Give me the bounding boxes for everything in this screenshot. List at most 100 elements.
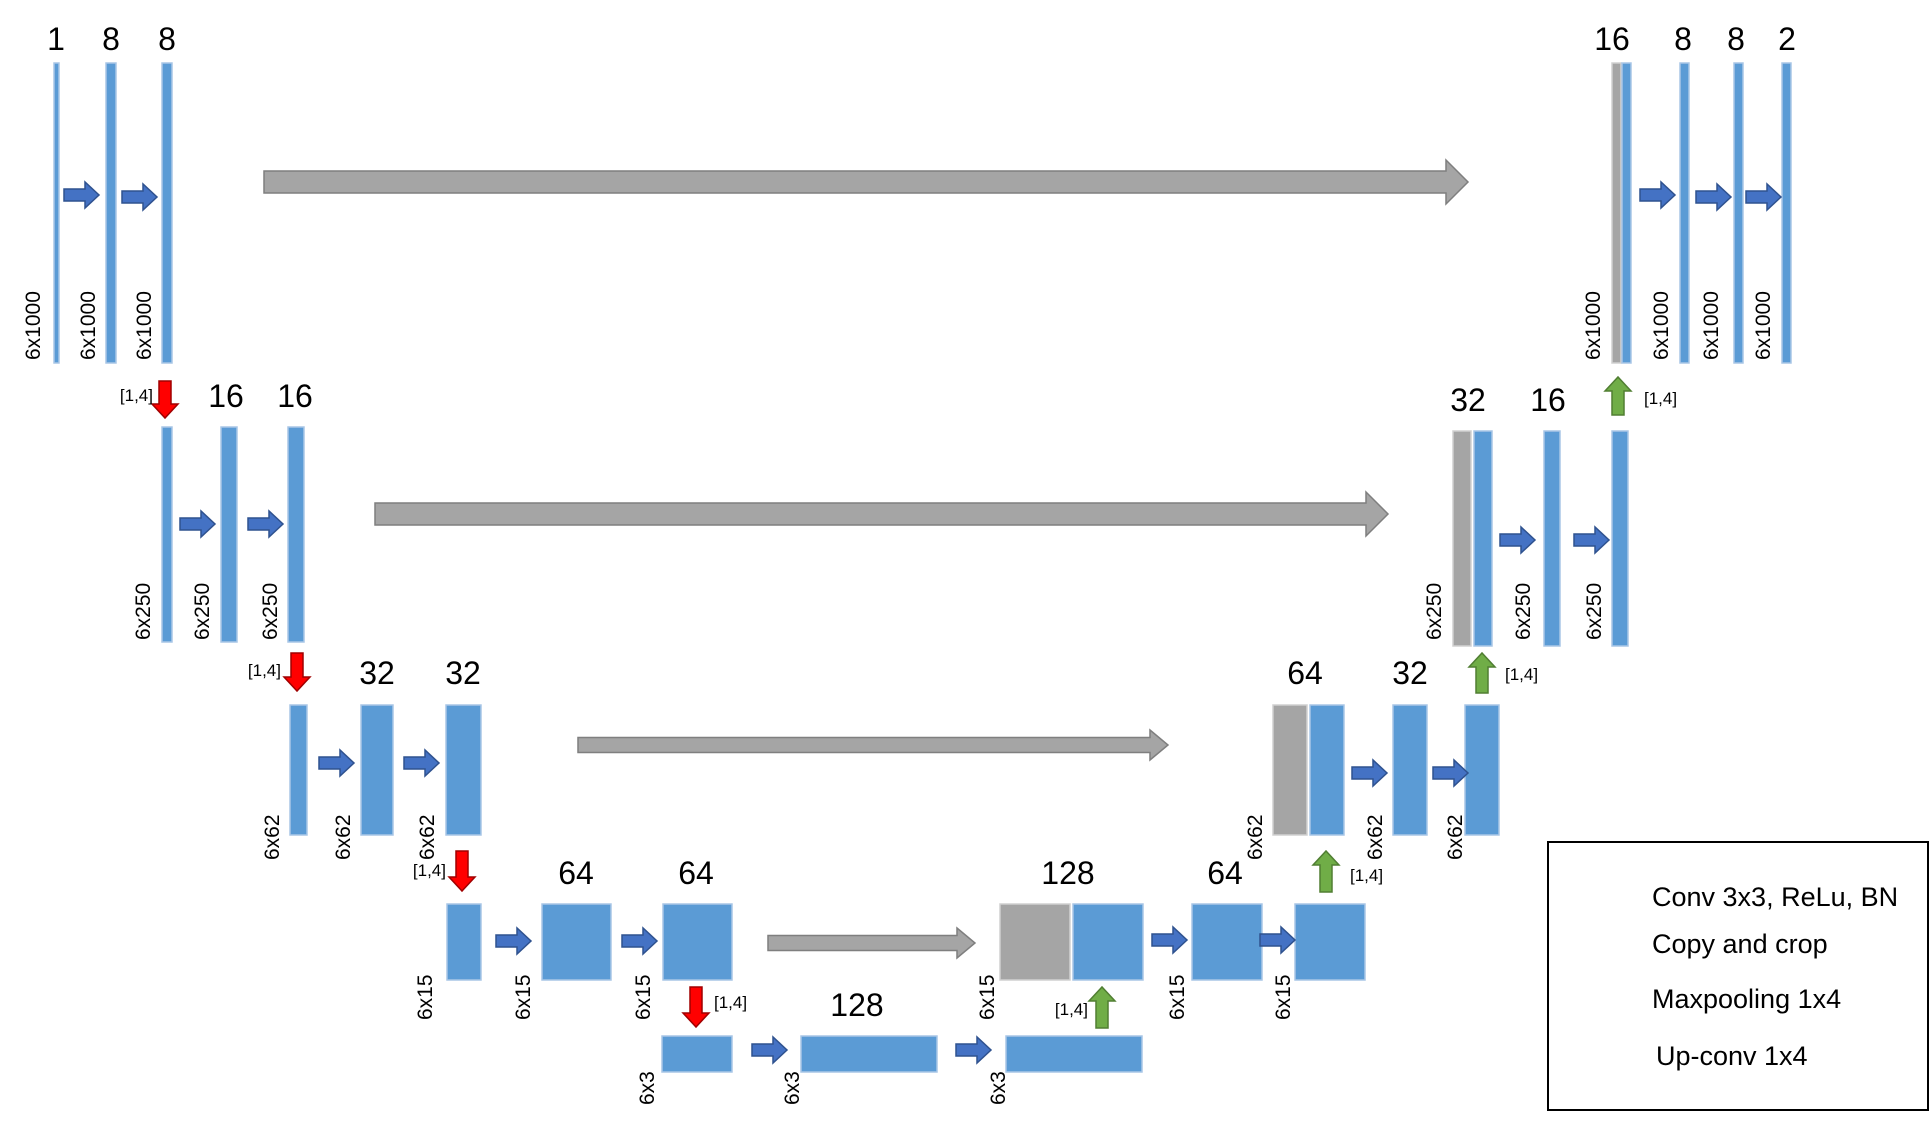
channel-count-label: 16	[1530, 382, 1566, 418]
dimension-label: 6x1000	[1650, 291, 1673, 360]
dimension-label: 6x1000	[77, 291, 100, 360]
feature-map	[1309, 704, 1345, 836]
dimension-label: 6x62	[416, 814, 439, 860]
feature-map	[161, 426, 173, 643]
dimension-label: 6x15	[632, 974, 655, 1020]
conv-arrow	[1259, 925, 1297, 955]
legend-label: Up-conv 1x4	[1656, 1041, 1808, 1071]
feature-map	[289, 704, 308, 836]
feature-map	[1733, 62, 1744, 364]
dimension-label: 6x250	[259, 583, 282, 640]
upconv-size-label: [1,4]	[1644, 389, 1677, 408]
conv-arrow	[318, 748, 356, 778]
channel-count-label: 16	[277, 378, 313, 414]
dimension-label: 6x250	[1583, 583, 1606, 640]
channel-count-label: 128	[830, 987, 883, 1023]
feature-maps	[53, 62, 1792, 1073]
conv-arrow	[1151, 925, 1189, 955]
copied-feature-map	[999, 903, 1071, 981]
legend-label: Maxpooling 1x4	[1652, 984, 1841, 1014]
feature-map	[1781, 62, 1792, 364]
feature-map	[445, 704, 482, 836]
maxpool-arrow	[282, 652, 312, 693]
conv-arrow	[1639, 180, 1677, 210]
feature-map	[105, 62, 117, 364]
legend-box	[1547, 841, 1929, 1111]
conv-arrow	[121, 182, 159, 212]
copy-and-crop-arrow	[767, 926, 977, 960]
conv-arrow	[1573, 525, 1611, 555]
dimension-label: 6x250	[132, 583, 155, 640]
upconv-size-label: [1,4]	[1350, 866, 1383, 885]
dimension-label: 6x15	[512, 974, 535, 1020]
upconv-arrow	[1087, 985, 1117, 1029]
feature-map	[1005, 1035, 1143, 1073]
feature-map	[1621, 62, 1632, 364]
maxpool-size-label: [1,4]	[248, 661, 281, 680]
feature-map	[1191, 903, 1263, 981]
copy-and-crop-arrow	[263, 158, 1470, 206]
legend-label: Copy and crop	[1652, 929, 1828, 959]
copy-and-crop-arrow	[374, 490, 1390, 538]
dimension-label: 6x250	[191, 583, 214, 640]
channel-count-label: 16	[1594, 21, 1630, 57]
channel-count-label: 64	[558, 855, 594, 891]
legend-label: Conv 3x3, ReLu, BN	[1652, 882, 1898, 912]
feature-map	[1464, 704, 1500, 836]
channel-count-label: 2	[1778, 21, 1796, 57]
dimension-label: 6x250	[1512, 583, 1535, 640]
feature-map	[360, 704, 394, 836]
conv-arrow	[1351, 758, 1389, 788]
channel-count-label: 16	[208, 378, 244, 414]
feature-map	[446, 903, 482, 981]
conv-arrow	[247, 509, 285, 539]
dimension-label: 6x1000	[1582, 291, 1605, 360]
channel-count-label: 32	[1450, 382, 1486, 418]
conv-arrow	[751, 1035, 789, 1065]
dimension-label: 6x62	[332, 814, 355, 860]
dimension-label: 6x15	[976, 974, 999, 1020]
dimension-label: 6x1000	[1752, 291, 1775, 360]
dimension-label: 6x250	[1423, 583, 1446, 640]
upconv-size-label: [1,4]	[1505, 665, 1538, 684]
channel-count-label: 32	[445, 655, 481, 691]
dimension-label: 6x3	[636, 1071, 659, 1105]
feature-map	[220, 426, 238, 643]
feature-map	[1473, 430, 1493, 647]
feature-map	[1543, 430, 1561, 647]
feature-map	[161, 62, 173, 364]
feature-map	[287, 426, 305, 643]
feature-map	[800, 1035, 938, 1073]
arrows	[63, 158, 1783, 1081]
channel-count-label: 8	[102, 21, 120, 57]
legend: Conv 3x3, ReLu, BN Copy and cropMaxpoolin…	[1547, 841, 1929, 1111]
feature-map	[53, 62, 60, 364]
upconv-arrow	[1467, 651, 1497, 694]
dimension-label: 6x15	[1166, 974, 1189, 1020]
feature-map	[1072, 903, 1144, 981]
channel-count-label: 32	[359, 655, 395, 691]
feature-map	[541, 903, 612, 981]
feature-map	[662, 903, 733, 981]
copied-feature-map	[1452, 430, 1472, 647]
copied-feature-map	[1611, 62, 1622, 364]
feature-map	[1294, 903, 1366, 981]
channel-count-label: 1	[47, 21, 65, 57]
upconv-arrow	[1311, 849, 1341, 893]
channel-count-label: 8	[158, 21, 176, 57]
dimension-label: 6x3	[781, 1071, 804, 1105]
conv-arrow	[1745, 182, 1783, 212]
dimension-label: 6x1000	[133, 291, 156, 360]
conv-arrow	[955, 1035, 993, 1065]
conv-arrow	[63, 180, 101, 210]
dimension-label: 6x62	[1364, 814, 1387, 860]
feature-map	[1679, 62, 1690, 364]
maxpool-arrow	[681, 986, 711, 1029]
copy-and-crop-arrow	[577, 728, 1170, 762]
dimension-label: 6x1000	[1700, 291, 1723, 360]
maxpool-size-label: [1,4]	[120, 386, 153, 405]
conv-arrow	[495, 926, 533, 956]
channel-count-label: 8	[1727, 21, 1745, 57]
